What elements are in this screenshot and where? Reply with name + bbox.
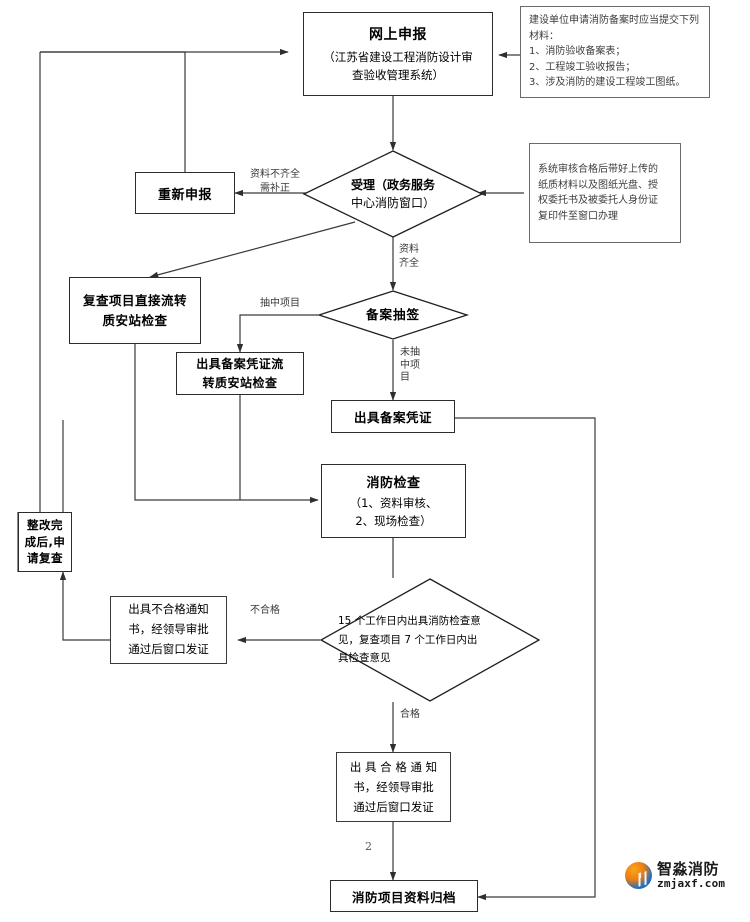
diamond-shape	[316, 290, 470, 340]
node-line: 出具不合格通知	[128, 602, 209, 617]
node-line: 书，经领导审批	[353, 779, 434, 794]
node-title: 消防检查	[366, 476, 421, 492]
node-line: 转质安站检查	[202, 375, 278, 390]
edge-label-fail: 不合格	[250, 605, 280, 616]
node-line: 复查项目直接流转	[82, 292, 187, 308]
node-title: 出具备案凭证	[353, 410, 432, 425]
edge-label-selected: 抽中项目	[260, 298, 300, 309]
note-line: 2、工程竣工验收报告；	[529, 61, 636, 73]
note-line: 建设单位申请消防备案时应当提交下列材料：	[529, 15, 699, 42]
node-line: （江苏省建设工程消防设计审	[323, 50, 473, 65]
node-title: 网上申报	[369, 27, 427, 44]
node-issue-pass-notice[interactable]: 出 具 合 格 通 知 书，经领导审批 通过后窗口发证	[336, 752, 451, 822]
node-recheck-direct-transfer[interactable]: 复查项目直接流转 质安站检查	[69, 277, 201, 344]
logo-name-en: zmjaxf.com	[657, 876, 726, 890]
node-line: 质安站检查	[102, 312, 168, 328]
note-line: 1、消防验收备案表；	[529, 46, 626, 58]
node-acceptance-decision[interactable]: 受理（政务服务 中心消防窗口）	[302, 150, 484, 238]
note-line: 3、涉及消防的建设工程竣工图纸。	[529, 77, 686, 89]
page-number: 2	[365, 840, 372, 853]
node-issue-filing-certificate[interactable]: 出具备案凭证	[331, 400, 455, 433]
note-window-submission: 系统审核合格后带好上传的 纸质材料以及图纸光盘、授 权委托书及被委托人身份证 复…	[529, 143, 681, 243]
node-inspection-deadline-decision[interactable]: 15 个工作日内出具消防检查意 见，复查项目 7 个工作日内出 具检查意见	[319, 578, 541, 702]
note-line: 纸质材料以及图纸光盘、授	[538, 179, 658, 191]
node-line: 出具备案凭证流	[196, 356, 284, 371]
edge-label-pass: 合格	[400, 709, 420, 720]
node-line: （1、资料审核、	[349, 496, 438, 511]
node-filing-lottery-decision[interactable]: 备案抽签	[316, 290, 470, 340]
node-line: 通过后窗口发证	[128, 641, 209, 656]
note-required-materials: 建设单位申请消防备案时应当提交下列材料： 1、消防验收备案表； 2、工程竣工验收…	[520, 6, 710, 98]
node-issue-fail-notice[interactable]: 出具不合格通知 书，经领导审批 通过后窗口发证	[110, 596, 227, 664]
node-title: 重新申报	[157, 187, 212, 203]
node-line: 通过后窗口发证	[353, 800, 434, 815]
site-logo[interactable]: 智淼消防 zmjaxf.com	[625, 860, 726, 890]
node-line: 整改完	[27, 517, 63, 532]
edge-label-materials-incomplete: 资料不齐全 需补正	[250, 169, 300, 194]
edge-label-materials-complete: 资料 齐全	[399, 244, 419, 269]
node-online-application[interactable]: 网上申报 （江苏省建设工程消防设计审 查验收管理系统）	[303, 12, 493, 96]
logo-mark-icon	[625, 862, 652, 890]
node-reapply[interactable]: 重新申报	[135, 172, 235, 214]
node-line: 查验收管理系统）	[352, 67, 444, 82]
logo-name-cn: 智淼消防	[657, 860, 720, 878]
node-title: 消防项目资料归档	[351, 889, 456, 905]
node-line: 成后,申	[24, 534, 66, 549]
node-line: 2、现场检查）	[355, 513, 432, 528]
node-fire-inspection[interactable]: 消防检查 （1、资料审核、 2、现场检查）	[321, 464, 466, 538]
node-issue-filing-cert-transfer[interactable]: 出具备案凭证流 转质安站检查	[176, 352, 304, 395]
node-apply-recheck-after-rectification[interactable]: 整改完 成后,申 请复查	[18, 512, 72, 572]
diamond-shape	[302, 150, 484, 238]
note-line: 权委托书及被委托人身份证	[538, 195, 658, 206]
note-line: 系统审核合格后带好上传的	[538, 164, 658, 175]
node-line: 请复查	[27, 551, 63, 566]
diamond-shape	[319, 578, 541, 702]
node-archive-project-materials[interactable]: 消防项目资料归档	[330, 880, 478, 912]
note-line: 复印件至窗口办理	[538, 210, 618, 222]
node-line: 书，经领导审批	[128, 622, 209, 637]
node-line: 出 具 合 格 通 知	[349, 759, 438, 774]
edge-label-not-selected: 未抽 中项 目	[400, 347, 420, 383]
